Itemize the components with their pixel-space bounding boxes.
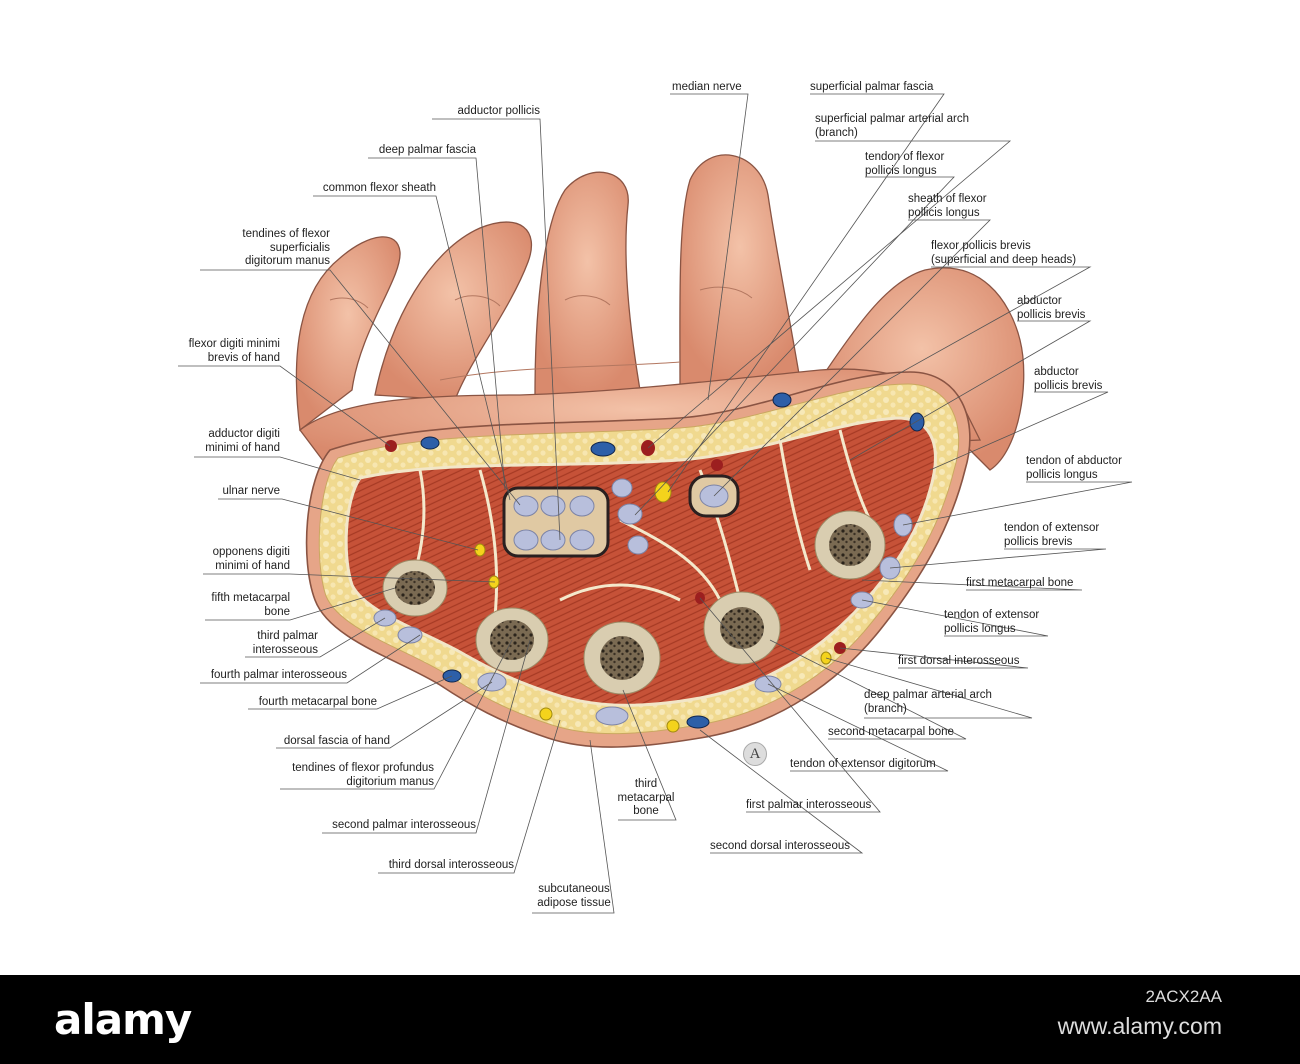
label-tendon-extensor-digitorum: tendon of extensor digitorum xyxy=(790,758,936,770)
label-deep-palmar-fascia: deep palmar fascia xyxy=(378,144,476,156)
label-second-palmar-interosseous: second palmar interosseous xyxy=(332,819,476,831)
label-superficial-palmar-fascia: superficial palmar fascia xyxy=(810,81,934,93)
first-metacarpal-shape xyxy=(814,510,886,580)
label-common-flexor-sheath: common flexor sheath xyxy=(322,182,436,194)
site-url: www.alamy.com xyxy=(1057,1013,1222,1039)
label-ulnar-nerve: ulnar nerve xyxy=(222,485,280,497)
label-tendon-flexor-pollicis-longus: tendon of flexor pollicis longus xyxy=(865,151,945,177)
label-third-palmar-interosseous: third palmar interosseous xyxy=(252,630,318,656)
label-deep-palmar-arch: deep palmar arterial arch (branch) xyxy=(864,689,992,715)
little-finger xyxy=(295,236,401,432)
flexor-tendons xyxy=(513,478,649,555)
label-tendon-extensor-pollicis-brevis: tendon of extensor pollicis brevis xyxy=(1004,522,1100,548)
label-flexor-pollicis-brevis: flexor pollicis brevis (superficial and … xyxy=(931,240,1077,266)
label-second-metacarpal: second metacarpal bone xyxy=(828,726,954,738)
label-adductor-digiti-minimi: adductor digiti minimi of hand xyxy=(205,428,280,454)
label-adductor-pollicis: adductor pollicis xyxy=(457,105,540,117)
label-subcutaneous-adipose: subcutaneous adipose tissue xyxy=(537,883,611,909)
label-second-dorsal-interosseous: second dorsal interosseous xyxy=(710,840,850,852)
label-superficial-palmar-arch: superficial palmar arterial arch (branch… xyxy=(815,113,970,139)
hand-cross-section-diagram: adductor pollicis deep palmar fascia com… xyxy=(178,81,1133,914)
label-opponens-digiti-minimi: opponens digiti minimi of hand xyxy=(212,546,290,572)
label-tendines-flexor-profundus: tendines of flexor profundus digitorium … xyxy=(292,762,434,788)
label-flexor-digiti-minimi: flexor digiti minimi brevis of hand xyxy=(188,338,280,364)
figure-marker: A xyxy=(743,742,767,766)
label-third-metacarpal: third metacarpal bone xyxy=(617,778,675,817)
metacarpal-bones xyxy=(382,510,886,695)
label-tendines-flexor-superficialis: tendines of flexor superficialis digitor… xyxy=(242,228,330,267)
skin-creases xyxy=(329,286,753,381)
third-metacarpal-shape xyxy=(583,621,661,695)
leader-lines xyxy=(178,93,1133,914)
middle-finger xyxy=(534,171,641,396)
fifth-metacarpal-shape xyxy=(382,559,448,617)
index-finger xyxy=(679,154,801,386)
label-first-metacarpal: first metacarpal bone xyxy=(966,577,1074,589)
label-median-nerve: median nerve xyxy=(672,81,742,93)
label-abductor-pollicis-brevis-2: abductor pollicis brevis xyxy=(1034,366,1103,392)
image-id: 2ACX2AA xyxy=(1145,987,1222,1006)
ring-finger xyxy=(374,221,533,401)
label-sheath-flexor-pollicis-longus: sheath of flexor pollicis longus xyxy=(908,193,987,219)
label-fourth-palmar-interosseous: fourth palmar interosseous xyxy=(210,669,347,681)
label-third-dorsal-interosseous: third dorsal interosseous xyxy=(388,859,514,871)
thumb-eminence xyxy=(818,267,1025,471)
watermark-footer: alamy 2ACX2AA www.alamy.com xyxy=(0,975,1300,1064)
alamy-logo: alamy xyxy=(54,995,192,1044)
anatomy-illustration xyxy=(178,93,1133,914)
label-fifth-metacarpal: fifth metacarpal bone xyxy=(211,592,290,618)
label-dorsal-fascia: dorsal fascia of hand xyxy=(283,735,390,747)
label-abductor-pollicis-brevis-1: abductor pollicis brevis xyxy=(1017,295,1086,321)
label-first-palmar-interosseous: first palmar interosseous xyxy=(746,799,872,811)
label-tendon-extensor-pollicis-longus: tendon of extensor pollicis longus xyxy=(944,609,1040,635)
label-fourth-metacarpal: fourth metacarpal bone xyxy=(258,696,377,708)
label-tendon-abductor-pollicis-longus: tendon of abductor pollicis longus xyxy=(1026,455,1122,481)
vessels-nerves xyxy=(385,392,925,733)
label-first-dorsal-interosseous: first dorsal interosseous xyxy=(898,655,1020,667)
second-metacarpal-shape xyxy=(703,591,781,665)
